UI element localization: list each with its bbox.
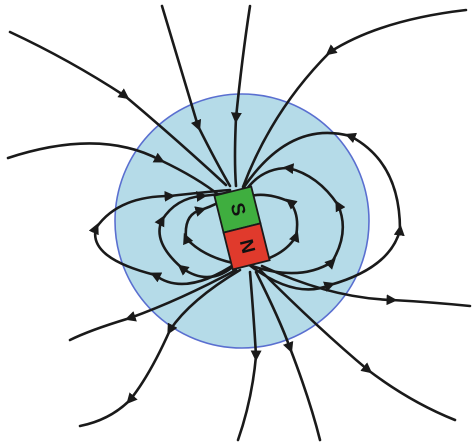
magnetic-field-diagram: S N: [0, 0, 475, 442]
